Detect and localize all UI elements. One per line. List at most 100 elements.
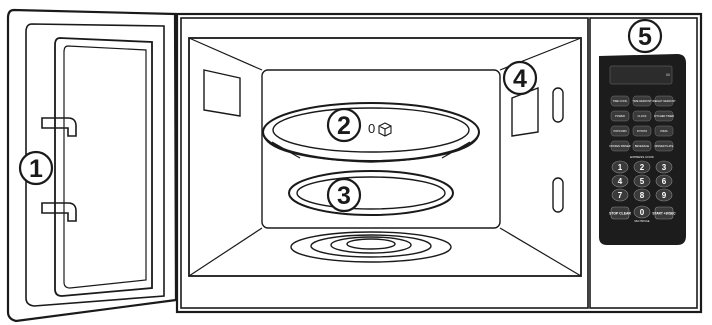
tray-edge-left xyxy=(271,141,301,159)
function-key-label: FROZEN DINNER xyxy=(609,144,630,148)
callout-3-label: 3 xyxy=(337,182,351,210)
number-key-label: 1 xyxy=(618,163,623,172)
function-key-label: DINNER PLATE xyxy=(655,144,674,148)
cavity xyxy=(175,12,703,314)
turntable-zero: 0 xyxy=(368,121,375,136)
number-key-label: 3 xyxy=(662,163,667,172)
number-key-shape[interactable] xyxy=(633,174,651,188)
tray-edge-right xyxy=(441,141,471,159)
function-key-shape[interactable] xyxy=(610,95,630,107)
callout-1-circle xyxy=(18,150,54,186)
function-key-shape[interactable] xyxy=(654,110,674,122)
callout-1-label: 1 xyxy=(29,155,43,183)
number-key[interactable]: 3 xyxy=(655,160,673,174)
function-key-shape[interactable] xyxy=(632,110,652,122)
number-key[interactable]: 8 xyxy=(633,188,651,202)
express-cook-label: EXPRESS COOK xyxy=(630,155,654,159)
number-key-shape[interactable] xyxy=(633,188,651,202)
function-key[interactable]: DINNER PLATE xyxy=(654,140,674,152)
function-key-shape[interactable] xyxy=(632,95,652,107)
function-key-shape[interactable] xyxy=(610,110,630,122)
start-shape[interactable] xyxy=(654,206,674,220)
right-wall-vent xyxy=(511,86,539,137)
callout-2: 2 xyxy=(326,107,362,143)
function-key-label: KITCHEN TIMER xyxy=(654,114,674,118)
start-button[interactable]: START +30SEC xyxy=(652,206,676,220)
floor-ring-4 xyxy=(346,238,396,250)
function-key[interactable]: PIZZA xyxy=(654,125,674,137)
number-key-shape[interactable] xyxy=(655,188,673,202)
roller-ring xyxy=(288,170,454,216)
function-key[interactable]: WEIGHT DEFROST xyxy=(652,95,676,107)
number-key[interactable]: 4 xyxy=(611,174,629,188)
number-key-shape[interactable] xyxy=(655,174,673,188)
door-outer xyxy=(6,8,178,323)
callout-3-circle xyxy=(326,177,362,213)
roller-ring-outer xyxy=(288,170,454,216)
function-key-label: TIME DEFROST xyxy=(632,99,652,103)
function-key[interactable]: BEVERAGE xyxy=(632,140,652,152)
number-key-label: 4 xyxy=(618,177,623,186)
number-key[interactable]: 1 xyxy=(611,160,629,174)
function-key-shape[interactable] xyxy=(654,95,674,107)
callout-5: 5 xyxy=(627,18,663,54)
number-key-shape[interactable] xyxy=(611,174,629,188)
function-key[interactable]: FROZEN DINNER xyxy=(609,140,631,152)
callout-4-circle xyxy=(502,60,538,96)
floor-ring-2 xyxy=(310,234,432,258)
callout-2-label: 2 xyxy=(337,112,351,140)
function-key-shape[interactable] xyxy=(632,125,652,137)
function-key-shape[interactable] xyxy=(654,140,674,152)
number-key-shape[interactable] xyxy=(611,188,629,202)
stop-clear-shape[interactable] xyxy=(610,206,630,220)
number-key[interactable]: 9 xyxy=(655,188,673,202)
function-key-label: PIZZA xyxy=(660,129,668,133)
zero-key-shape[interactable] xyxy=(633,205,651,219)
function-key-label: TIME COOK xyxy=(613,99,628,103)
number-key-shape[interactable] xyxy=(611,160,629,174)
cavity-edge-br xyxy=(499,227,582,277)
callout-4-label: 4 xyxy=(513,65,527,93)
function-key-label: POPCORN xyxy=(613,129,626,133)
cavity-opening xyxy=(188,37,582,277)
number-key-shape[interactable] xyxy=(655,160,673,174)
number-key[interactable]: 2 xyxy=(633,160,651,174)
door-inner-frame xyxy=(25,23,165,307)
door-window-inner xyxy=(63,45,147,289)
number-key[interactable]: 5 xyxy=(633,174,651,188)
function-key-label: WEIGHT DEFROST xyxy=(652,99,676,103)
number-key-label: 5 xyxy=(640,177,645,186)
number-key[interactable]: 6 xyxy=(655,174,673,188)
number-key[interactable]: 7 xyxy=(611,188,629,202)
cavity-edge-tl xyxy=(188,37,263,71)
number-key-shape[interactable] xyxy=(633,160,651,174)
right-slot-bottom xyxy=(552,177,564,213)
glass-tray-inner xyxy=(272,107,470,153)
callout-1: 1 xyxy=(18,150,54,186)
number-key-label: 6 xyxy=(662,177,667,186)
display-corner-text: 88 xyxy=(666,73,670,77)
function-key[interactable]: TIME COOK xyxy=(610,95,630,107)
function-key[interactable]: KITCHEN TIMER xyxy=(654,110,674,122)
glass-tray xyxy=(262,102,480,163)
number-key-label: 7 xyxy=(618,191,623,200)
number-key-label: 2 xyxy=(640,163,645,172)
function-key[interactable]: POWER xyxy=(610,110,630,122)
function-key-shape[interactable] xyxy=(610,140,630,152)
stop-clear-button[interactable]: STOP CLEAR xyxy=(609,206,631,220)
zero-key-sublabel: MULTISTAGE xyxy=(635,220,650,223)
function-key-shape[interactable] xyxy=(632,140,652,152)
zero-key-label: 0 xyxy=(640,208,645,217)
floor-coupler xyxy=(290,231,452,263)
floor-ring-3 xyxy=(330,236,412,254)
function-key[interactable]: POPCORN xyxy=(610,125,630,137)
function-key-label: BEVERAGE xyxy=(635,144,650,148)
function-key-shape[interactable] xyxy=(610,125,630,137)
callout-5-circle xyxy=(627,18,663,54)
function-key[interactable]: POTATO xyxy=(632,125,652,137)
function-key[interactable]: CLOCK xyxy=(632,110,652,122)
function-key-shape[interactable] xyxy=(654,125,674,137)
function-key[interactable]: TIME DEFROST xyxy=(632,95,652,107)
